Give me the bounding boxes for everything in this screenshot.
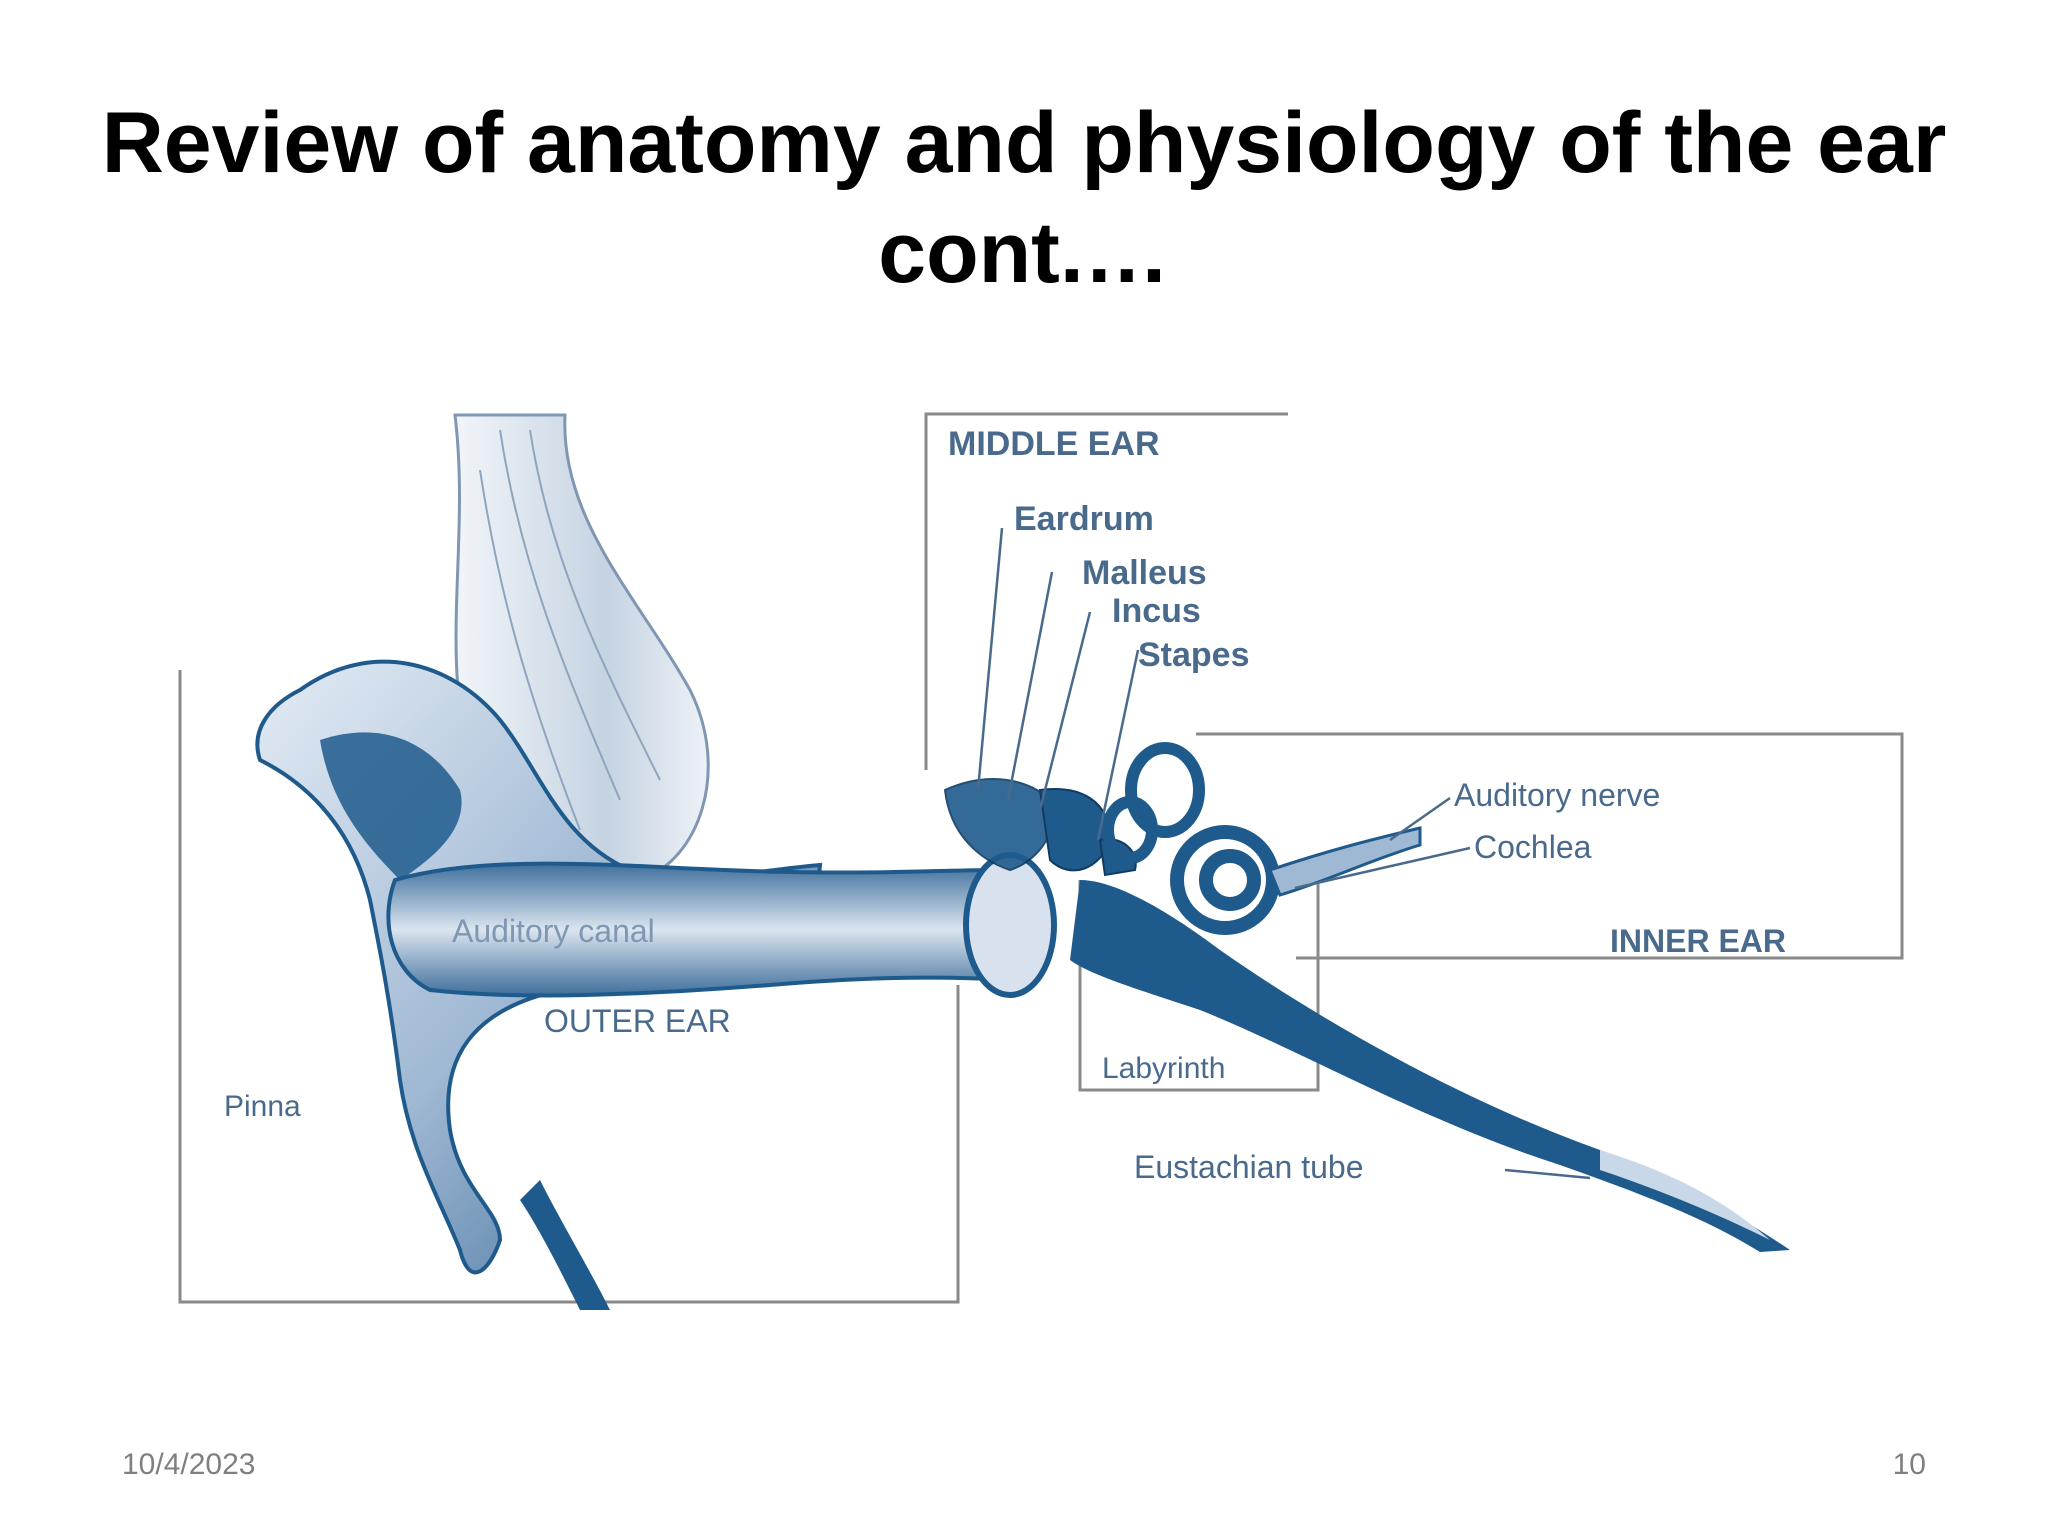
label-pinna: Pinna [224, 1090, 301, 1123]
inner-ear-frame [1196, 732, 1904, 960]
title-line-2: cont.… [878, 205, 1170, 301]
semicircular-canals [1102, 742, 1205, 864]
label-auditory-nerve: Auditory nerve [1454, 777, 1660, 813]
eustachian-tube-highlight [1600, 1150, 1770, 1240]
label-eardrum: Eardrum [1014, 500, 1154, 538]
label-outer-ear: OUTER EAR [544, 1003, 731, 1039]
earlobe [520, 1180, 610, 1310]
slide-date: 10/4/2023 [122, 1448, 256, 1481]
auditory-nerve-shape [1268, 826, 1422, 897]
label-incus: Incus [1112, 592, 1201, 630]
outer-ear-frame [178, 670, 960, 1304]
label-eustachian-tube: Eustachian tube [1134, 1149, 1364, 1185]
title-line-1: Review of anatomy and physiology of the … [101, 95, 1947, 191]
eardrum-shape [963, 852, 1057, 998]
labyrinth-frame [1078, 880, 1320, 1092]
slide-title: Review of anatomy and physiology of the … [0, 88, 2048, 308]
leader-lines [976, 527, 1591, 1180]
label-malleus: Malleus [1082, 554, 1207, 592]
auditory-canal-shape [386, 861, 1013, 998]
label-inner-ear: INNER EAR [1610, 923, 1786, 959]
pinna-inner [320, 732, 462, 880]
label-middle-ear: MIDDLE EAR [948, 425, 1160, 463]
label-auditory-canal: Auditory canal [452, 913, 655, 949]
slide-page-number: 10 [1892, 1448, 1926, 1481]
muscle-fibers [479, 429, 661, 831]
middle-ear-frame [924, 412, 1288, 770]
label-cochlea: Cochlea [1474, 829, 1592, 865]
label-labyrinth: Labyrinth [1102, 1052, 1225, 1085]
cochlea-shape [1170, 825, 1280, 935]
label-stapes: Stapes [1138, 636, 1250, 674]
